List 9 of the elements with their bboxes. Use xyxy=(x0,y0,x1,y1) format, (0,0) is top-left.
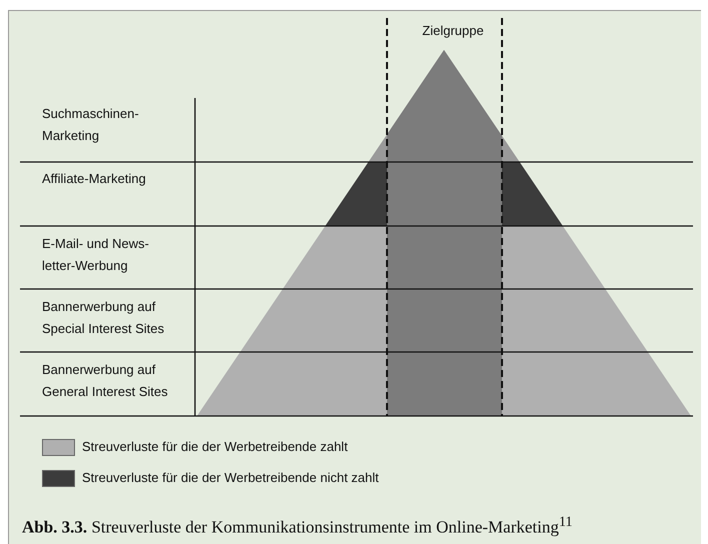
row-label: E-Mail- und News-letter-Werbung xyxy=(42,235,150,275)
row-label: Bannerwerbung auf Special Interest Sites xyxy=(42,298,166,338)
legend-label: Streuverluste für die der Werbetreibende nicht zahlt xyxy=(82,470,379,485)
row-label: Bannerwerbung auf General Interest Sites xyxy=(42,361,169,401)
row-label: Suchmaschinen-Marketing xyxy=(42,105,140,145)
column-heading: Zielgruppe xyxy=(421,22,485,40)
legend-label: Streuverluste für die der Werbetreibende zahlt xyxy=(82,439,348,454)
figure-caption: Abb. 3.3. Streuverluste der Kommunikationsinstrumente im Online-Marketing$^{11}$ xyxy=(22,514,572,538)
row-label: Affiliate-Marketing xyxy=(42,170,147,188)
